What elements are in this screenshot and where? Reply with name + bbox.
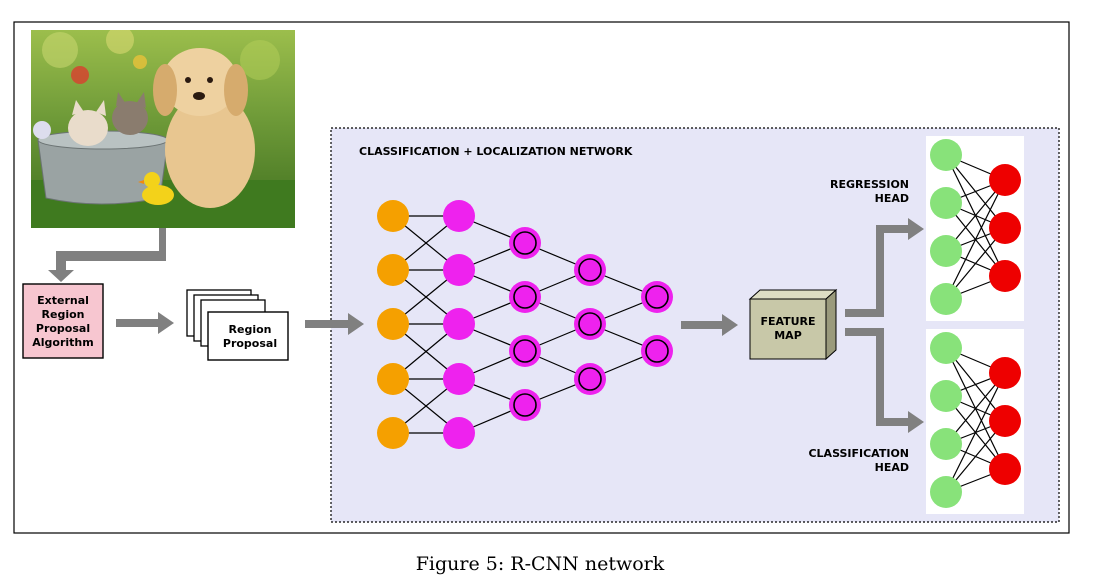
input-node	[377, 363, 409, 395]
hidden2-node-ring	[513, 393, 537, 417]
regression-head-input-node	[930, 235, 962, 267]
algorithm-to-proposal-arrow	[116, 312, 174, 334]
regression-head-output-node	[989, 212, 1021, 244]
region-proposal-line-1: Region	[229, 323, 272, 336]
hidden2-node-ring	[513, 285, 537, 309]
regression-head-line-2: HEAD	[875, 192, 909, 205]
input-image	[31, 30, 295, 228]
regression-head-line-1: REGRESSION	[830, 178, 909, 191]
feature-map-line-2: MAP	[774, 329, 802, 342]
classification-head-line-2: HEAD	[875, 461, 909, 474]
proposal-algorithm-line-3: Proposal	[36, 322, 90, 335]
hidden1-node	[443, 254, 475, 286]
proposal-algorithm-box	[22, 283, 104, 359]
classification-head-output-node	[989, 405, 1021, 437]
proposal-algorithm-line-1: External	[37, 294, 89, 307]
hidden1-node	[443, 200, 475, 232]
classification-head-input-node	[930, 380, 962, 412]
classification-head-input-node	[930, 428, 962, 460]
hidden3-node-ring	[578, 367, 602, 391]
regression-head-input-node	[930, 283, 962, 315]
regression-head-output-node	[989, 260, 1021, 292]
regression-head-input-node	[930, 139, 962, 171]
hidden1-node	[443, 308, 475, 340]
head-networks	[930, 139, 1021, 508]
hidden2-node-ring	[513, 339, 537, 363]
featuremap-to-regression-arrow	[845, 218, 924, 317]
regression-head-output-node	[989, 164, 1021, 196]
network-to-featuremap-arrow	[681, 314, 738, 336]
proposal-to-network-arrow	[305, 313, 364, 335]
hidden1-node	[443, 363, 475, 395]
image-to-algorithm-arrow	[48, 228, 166, 282]
feature-map-line-1: FEATURE	[760, 315, 815, 328]
hidden4-node-ring	[645, 285, 669, 309]
region-proposal-stack	[186, 289, 289, 361]
regression-head-edge	[945, 179, 1006, 300]
network-title: CLASSIFICATION + LOCALIZATION NETWORK	[359, 145, 633, 158]
classification-head-input-node	[930, 476, 962, 508]
input-node	[377, 417, 409, 449]
input-node	[377, 308, 409, 340]
featuremap-to-classification-arrow	[845, 328, 924, 433]
cnn-layers	[377, 200, 673, 449]
regression-head-input-node	[930, 187, 962, 219]
classification-head-edge	[945, 372, 1006, 493]
proposal-algorithm-line-4: Algorithm	[32, 336, 93, 349]
feature-map-box	[748, 288, 838, 361]
input-node	[377, 254, 409, 286]
classification-head-input-node	[930, 332, 962, 364]
region-proposal-line-2: Proposal	[223, 337, 277, 350]
classification-head-line-1: CLASSIFICATION	[808, 447, 909, 460]
figure-caption: Figure 5: R-CNN network	[416, 553, 665, 575]
hidden2-node-ring	[513, 231, 537, 255]
hidden4-node-ring	[645, 339, 669, 363]
classification-head-output-node	[989, 357, 1021, 389]
hidden1-node	[443, 417, 475, 449]
hidden3-node-ring	[578, 258, 602, 282]
proposal-algorithm-line-2: Region	[42, 308, 85, 321]
input-node	[377, 200, 409, 232]
classification-head-output-node	[989, 453, 1021, 485]
hidden3-node-ring	[578, 312, 602, 336]
